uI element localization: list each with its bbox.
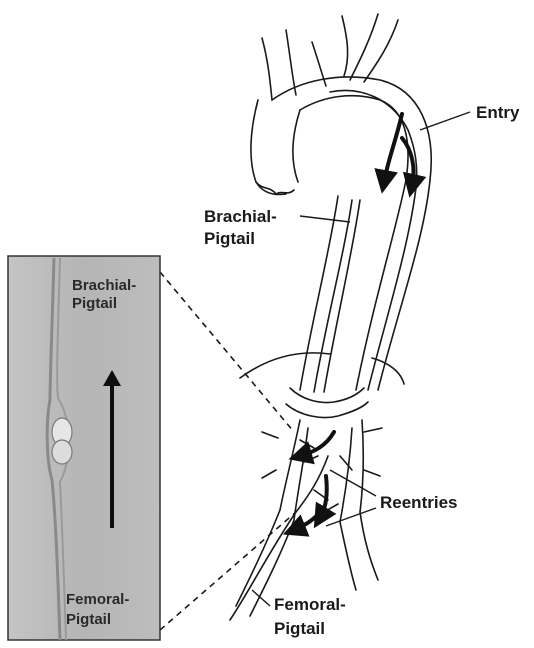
inset-photo: Brachial- Pigtail Femoral- Pigtail [8, 256, 160, 640]
zoom-guide-lines [160, 272, 296, 630]
label-femoral-2: Pigtail [274, 619, 325, 638]
label-reentries: Reentries [380, 493, 457, 512]
aorta-outline [230, 14, 431, 620]
inset-label-brachial-1: Brachial- [72, 277, 136, 294]
label-brachial-1: Brachial- [204, 207, 277, 226]
label-femoral-1: Femoral- [274, 595, 346, 614]
label-entry: Entry [476, 103, 520, 122]
leader-lines [252, 112, 470, 606]
label-brachial-2: Pigtail [204, 229, 255, 248]
inset-label-femoral-2: Pigtail [66, 611, 111, 628]
balloon-icon [52, 418, 72, 464]
inset-label-femoral-1: Femoral- [66, 591, 129, 608]
flow-arrow-icon [294, 114, 414, 530]
inset-label-brachial-2: Pigtail [72, 295, 117, 312]
